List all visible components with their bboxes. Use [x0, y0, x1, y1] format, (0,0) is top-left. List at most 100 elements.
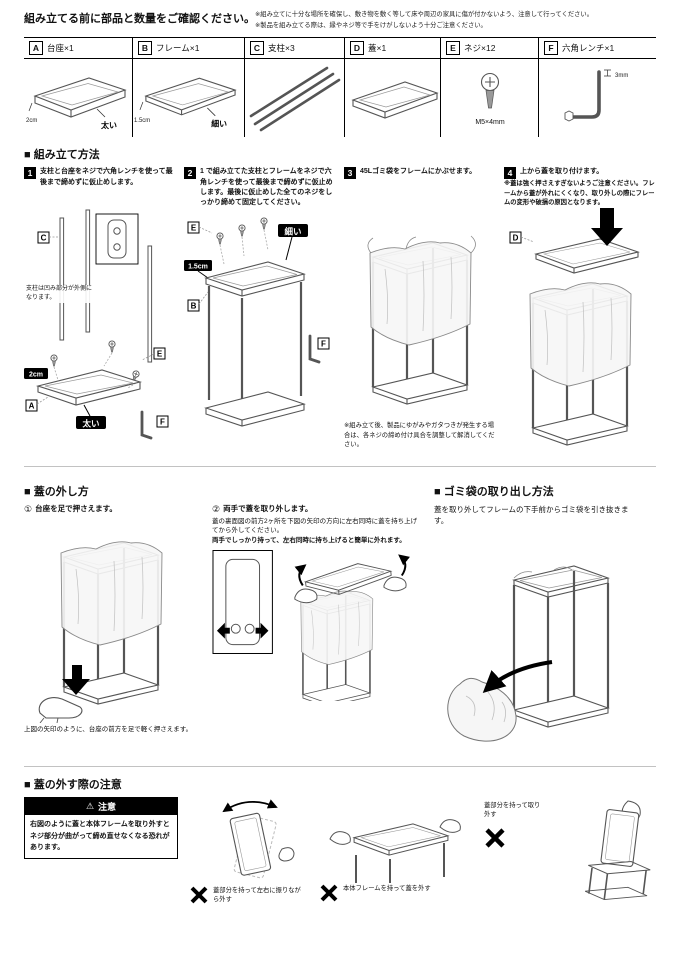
- step-3-note: ※組み立て後、製品にゆがみやガタつきが発生する場合は、各ネジの締め付け具合を調整…: [344, 422, 495, 449]
- top-notes: ※組み立てに十分な場所を確保し、敷き物を敷く等して床や周辺の家具に傷が付かないよ…: [255, 10, 656, 31]
- part-name: 蓋×1: [368, 43, 387, 54]
- step-2-text: 1 で組み立てた支柱とフレームをネジで六角レンチを使って最後まで締めずに仮止めし…: [200, 168, 333, 206]
- part-name: 台座×1: [47, 43, 74, 54]
- assembly-step-4: 4 上から蓋を取り付けます。 ※蓋は強く押さえすぎないようご注意ください。フレー…: [504, 167, 656, 457]
- step-4-header: 4 上から蓋を取り付けます。: [504, 167, 656, 180]
- lid-step-2-desc-2: 両手でしっかり持って、左右同時に持ち上げると簡単に外れます。: [212, 537, 406, 545]
- step-4-diagram: D: [509, 207, 639, 446]
- step-3-diagram: [367, 236, 476, 406]
- x-mark-icon: [190, 886, 208, 904]
- part-header-a: A 台座×1: [24, 38, 132, 58]
- hold-frame-figure: [329, 819, 461, 884]
- label-e: E: [141, 347, 166, 361]
- badge-15cm: 1.5cm: [184, 259, 212, 279]
- label-c: C: [37, 231, 59, 244]
- svg-text:細い: 細い: [284, 226, 301, 236]
- bag-removal-diagram: [447, 565, 610, 742]
- lid-removal-section: ■ 蓋の外し方 ① 台座を足で押さえます。: [24, 474, 422, 759]
- step-1-text: 支柱と台座をネジで六角レンチを使って最後まで締めずに仮止めします。: [40, 168, 173, 186]
- caution-section-title: ■ 蓋の外す際の注意: [24, 779, 122, 792]
- assembly-step-3: 3 45Lゴミ袋をフレームにかぶせます。 ※組み立て後、製品にゆがみやガタつきが…: [344, 167, 496, 457]
- part-cell-c: [244, 59, 344, 138]
- top-note-1: ※組み立てに十分な場所を確保し、敷き物を敷く等して床や周辺の家具に傷が付かないよ…: [255, 11, 594, 18]
- svg-text:F: F: [321, 339, 326, 348]
- circled-1: ①: [24, 503, 33, 514]
- lid-removal-columns: ① 台座を足で押さえます。 上図の矢印のよう: [24, 504, 422, 735]
- step-4-number: 4: [504, 167, 516, 180]
- page-title: 組み立てる前に部品と数量をご確認ください。: [24, 13, 255, 25]
- svg-text:太い: 太い: [81, 418, 99, 428]
- swing-lid-figure: [222, 799, 295, 879]
- section-divider-1: [24, 465, 656, 467]
- top-note-2: ※製品を組み立てる際は、縁やネジ等で手をけがしないよう十分ご注意ください。: [255, 21, 487, 29]
- step-3-text: 45Lゴミ袋をフレームにかぶせます。: [360, 168, 477, 176]
- step-3-number: 3: [344, 167, 356, 180]
- step-1-number: 1: [24, 167, 36, 180]
- lid-step-1-caption: 上図の矢印のように、台座の前方を足で軽く押さえます。: [24, 725, 193, 733]
- parts-table-body: 2cm 太い 1.5cm 細い: [24, 59, 656, 138]
- base-part-illustration: 2cm 太い: [26, 77, 127, 130]
- caution-figure-2: 本体フレームを持って蓋を外す: [320, 797, 472, 902]
- caution-1-label: 蓋部分を持って左右に振りながら外す: [190, 886, 308, 904]
- label-f: F: [156, 415, 169, 428]
- carry-by-lid-figure: [584, 800, 651, 901]
- lift-arrow-left-icon: [294, 563, 307, 586]
- warning-icon: ⚠: [85, 801, 95, 812]
- part-a-size-label: 2cm: [26, 118, 37, 124]
- part-name: 六角レンチ×1: [562, 43, 615, 54]
- caution-box-title: 注意: [98, 802, 117, 813]
- part-cell-d: [344, 59, 440, 138]
- part-header-c: C 支柱×3: [244, 38, 344, 59]
- x-mark-icon: [320, 884, 338, 902]
- header-row: 組み立てる前に部品と数量をご確認ください。 ※組み立てに十分な場所を確保し、敷き…: [24, 10, 656, 31]
- lid-step-2-diagrams: [212, 549, 422, 701]
- press-arrow-icon: [62, 664, 90, 695]
- part-letter: E: [446, 41, 460, 56]
- caution-box-header: ⚠ 注意: [25, 798, 177, 816]
- part-e-spec-label: M5×4mm: [475, 119, 505, 126]
- part-letter: F: [544, 41, 558, 56]
- x-mark-icon: [485, 828, 505, 849]
- bag-removal-section: ■ ゴミ袋の取り出し方法 蓋を取り外してフレームの下手前からゴミ袋を引き抜きます…: [434, 474, 656, 759]
- screw-part-illustration: M5×4mm: [475, 73, 505, 126]
- step-2-header: 2 1 で組み立てた支柱とフレームをネジで六角レンチを使って最後まで締めずに仮止…: [184, 167, 336, 208]
- mid-section: ■ 蓋の外し方 ① 台座を足で押さえます。: [24, 474, 656, 759]
- caution-3-caption: 蓋部分を持って取り外す: [484, 802, 541, 819]
- part-b-size-label: 1.5cm: [134, 118, 150, 124]
- svg-text:1.5cm: 1.5cm: [188, 263, 208, 270]
- sheet-inner: 組み立てる前に部品と数量をご確認ください。 ※組み立てに十分な場所を確保し、敷き…: [24, 10, 656, 909]
- assembly-steps: 1 支柱と台座をネジで六角レンチを使って最後まで締めずに仮止めします。 C: [24, 167, 656, 457]
- hand-icon: [329, 819, 461, 846]
- place-lid-arrow-icon: [591, 207, 623, 246]
- svg-text:E: E: [157, 349, 163, 358]
- part-cell-f: 3mm: [538, 59, 656, 138]
- part-header-f: F 六角レンチ×1: [538, 38, 656, 59]
- hand-icon: [278, 847, 295, 862]
- pulled-bag-illustration: [447, 678, 517, 742]
- svg-text:E: E: [191, 223, 197, 232]
- lid-removal-title: ■ 蓋の外し方: [24, 485, 89, 498]
- label-a: A: [25, 396, 49, 412]
- lid-removal-step-2: ② 両手で蓋を取り外します。 蓋の裏面図の前方2ヶ所を下図の矢印の方向に左右同時…: [212, 504, 422, 735]
- bag-removal-title: ■ ゴミ袋の取り出し方法: [434, 485, 554, 498]
- circled-2: ②: [212, 503, 221, 514]
- step-2-number: 2: [184, 167, 196, 180]
- part-letter: A: [29, 41, 43, 56]
- svg-text:A: A: [29, 401, 35, 410]
- part-name: 支柱×3: [268, 43, 295, 54]
- part-letter: C: [250, 41, 264, 56]
- swing-arrows-icon: [222, 799, 278, 813]
- caution-2-label: 本体フレームを持って蓋を外す: [320, 884, 472, 902]
- press-base-diagram: [38, 540, 163, 723]
- lid-step-2-header: ② 両手で蓋を取り外します。: [212, 504, 422, 515]
- lid-step-1-header: ① 台座を足で押さえます。: [24, 504, 202, 515]
- frame-part-illustration: 1.5cm 細い: [134, 78, 237, 129]
- lid-step-1-text: 台座を足で押さえます。: [35, 503, 117, 513]
- hex-wrench-part-illustration: 3mm: [564, 70, 628, 122]
- caution-2-caption: 本体フレームを持って蓋を外す: [343, 885, 431, 893]
- label-b: B: [187, 291, 209, 312]
- caution-3-label: 蓋部分を持って取り外す: [484, 797, 546, 909]
- caution-box-text: 右図のように蓋と本体フレームを取り外すとネジ部分が曲がって締め直せなくなる恐れが…: [30, 821, 170, 852]
